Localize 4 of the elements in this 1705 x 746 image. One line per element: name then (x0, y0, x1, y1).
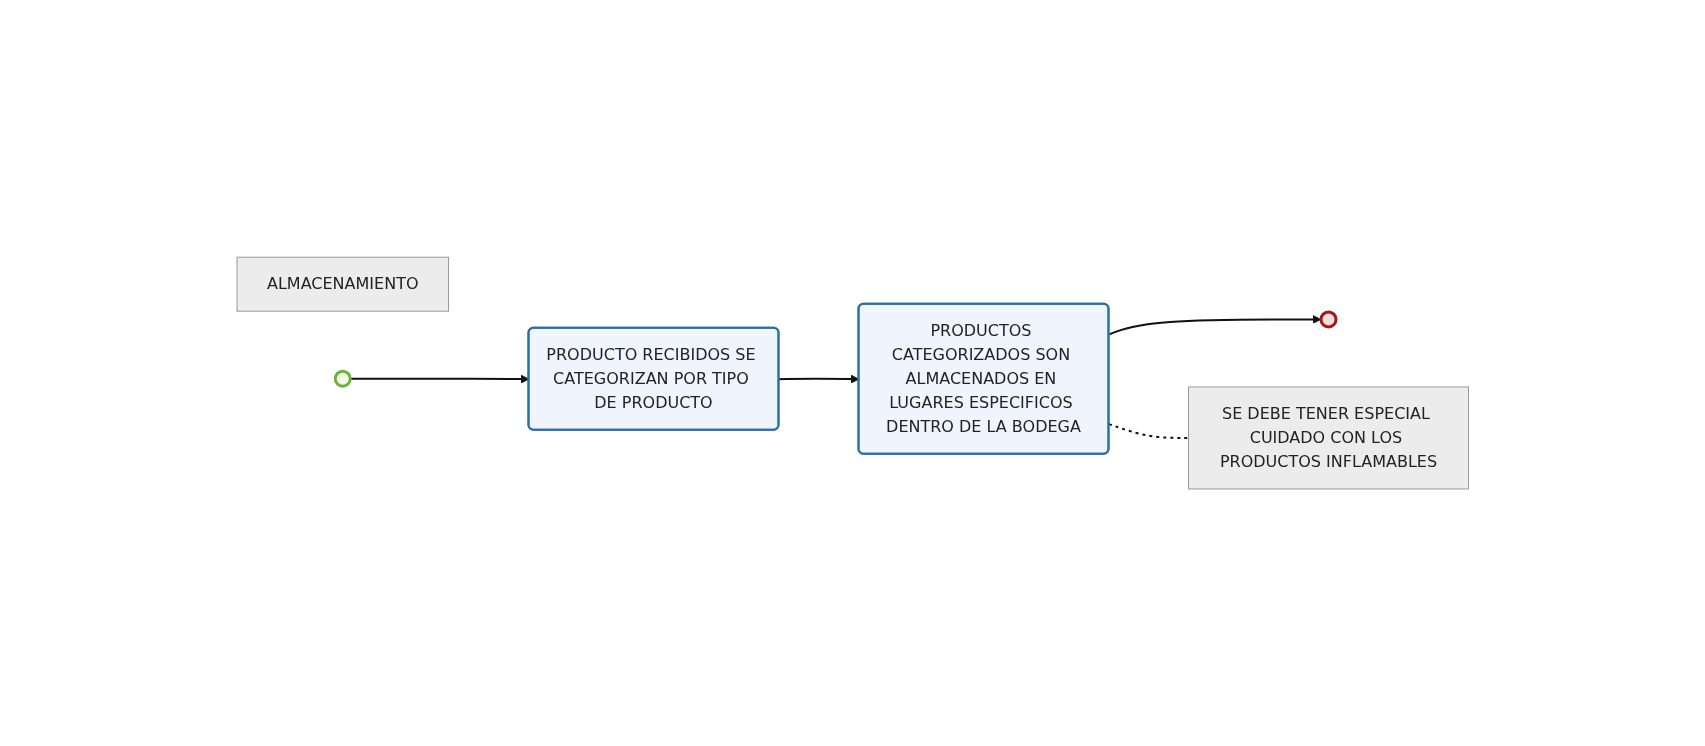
node-box: SE DEBE TENER ESPECIAL CUIDADO CON LOS PRODUCTOS INFLAMABLES (1187, 386, 1469, 490)
node-circle (1319, 310, 1338, 329)
node-box: ALMACENAMIENTO (236, 256, 449, 312)
node-circle (333, 369, 352, 388)
